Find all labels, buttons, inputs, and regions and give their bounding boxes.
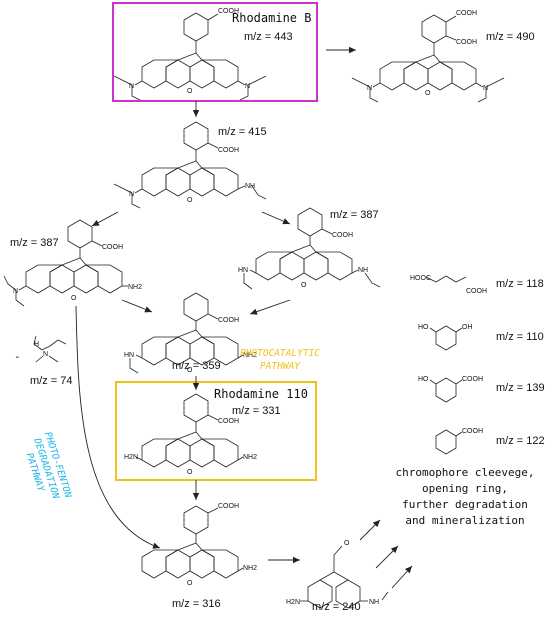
o-label: O bbox=[71, 295, 77, 302]
arrow-387-left-to-359 bbox=[121, 299, 153, 313]
compound-122-structure: COOH bbox=[435, 428, 483, 455]
h2n-label: H2N bbox=[124, 454, 138, 461]
h2n-label: H2N bbox=[286, 599, 300, 606]
arrow-240-to-products-3 bbox=[391, 565, 413, 589]
final-text-line-1: chromophore cleevege, bbox=[395, 466, 534, 479]
n-label: N bbox=[129, 83, 134, 90]
arrow-415-to-387-right bbox=[261, 211, 291, 225]
nh-label: NH bbox=[245, 183, 255, 190]
nh2-label: NH2 bbox=[243, 352, 257, 359]
mz-110-label: m/z = 110 bbox=[496, 331, 544, 343]
cooh-label: COOH bbox=[456, 10, 477, 17]
compound-74-structure: H N bbox=[33, 335, 67, 363]
nh2-label: NH2 bbox=[128, 284, 142, 291]
final-text-line-2: opening ring, bbox=[422, 482, 508, 495]
photocatalytic-pathway-label: PHOTOCATALYTIC PATHWAY bbox=[240, 348, 320, 372]
mz-359-label: m/z = 359 bbox=[172, 360, 221, 372]
compound-490-structure: COOH COOH N N O bbox=[351, 10, 505, 103]
pathway-arrows bbox=[75, 46, 413, 589]
o-label: O bbox=[187, 469, 193, 476]
rhodamine-b-structure: COOH N N O bbox=[113, 8, 267, 101]
n-label: N bbox=[129, 191, 134, 198]
compound-415-structure: COOH N NH O bbox=[113, 121, 267, 209]
n-label: N bbox=[43, 351, 48, 358]
mineralization-text: chromophore cleevege, opening ring, furt… bbox=[395, 466, 534, 527]
cooh-label: COOH bbox=[218, 8, 239, 15]
rhodamine-110-structure: COOH H2N NH2 O bbox=[124, 393, 257, 476]
o-label: O bbox=[344, 540, 350, 547]
o-label: O bbox=[187, 580, 193, 587]
cooh-label: COOH bbox=[218, 503, 239, 510]
compound-359-structure: COOH HN NH2 O bbox=[124, 292, 257, 374]
cooh-label: COOH bbox=[102, 244, 123, 251]
arrow-387-right-to-359 bbox=[249, 299, 291, 315]
mz-240-label: m/z = 240 bbox=[312, 601, 361, 613]
o-label: O bbox=[187, 88, 193, 95]
final-text-line-4: and mineralization bbox=[405, 514, 524, 527]
arrow-photo-fenton-curve bbox=[75, 305, 161, 549]
o-label: O bbox=[187, 197, 193, 204]
nh-label: NH bbox=[369, 599, 379, 606]
compound-139-structure: HO COOH bbox=[418, 376, 483, 403]
arrow-240-to-products-2 bbox=[375, 545, 399, 569]
rhodamine-b-box bbox=[112, 2, 318, 102]
mz-74-label: m/z = 74 bbox=[30, 375, 73, 387]
nh-label: NH bbox=[358, 267, 368, 274]
compound-387-left-structure: COOH N NH2 O bbox=[3, 219, 142, 307]
photocatalytic-line-1: PHOTOCATALYTIC bbox=[240, 348, 320, 359]
final-text-line-3: further degradation bbox=[402, 498, 528, 511]
compound-240-structure: O H2N NH bbox=[286, 540, 389, 609]
mz-122-label: m/z = 122 bbox=[496, 435, 545, 447]
cooh-label: COOH bbox=[462, 428, 483, 435]
cooh-label: COOH bbox=[466, 288, 487, 295]
compound-118-structure: HOOC COOH bbox=[410, 275, 487, 295]
n-label: N bbox=[245, 83, 250, 90]
compound-387-right-structure: COOH HN NH O bbox=[238, 207, 381, 290]
photo-fenton-pathway-label: PHOTO-FENTON DEGRADATION PATHWAY bbox=[23, 431, 73, 501]
nh2-label: NH2 bbox=[243, 454, 257, 461]
ho-label: HO bbox=[418, 376, 429, 383]
oh-label: OH bbox=[462, 324, 473, 331]
cooh-label: COOH bbox=[218, 418, 239, 425]
hn-label: HN bbox=[124, 352, 134, 359]
mz-118-label: m/z = 118 bbox=[496, 278, 544, 290]
cooh-label: COOH bbox=[332, 232, 353, 239]
mz-331-label: m/z = 331 bbox=[232, 405, 281, 417]
cooh-label: COOH bbox=[218, 317, 239, 324]
dash-mark: - bbox=[14, 350, 21, 363]
compound-110-structure: HO OH bbox=[418, 324, 473, 351]
hn-label: HN bbox=[238, 267, 248, 274]
n-label: N bbox=[13, 288, 18, 295]
rhodamine-110-box bbox=[115, 381, 317, 481]
mz-316-label: m/z = 316 bbox=[172, 598, 221, 610]
o-label: O bbox=[301, 282, 307, 289]
mz-415-label: m/z = 415 bbox=[218, 126, 267, 138]
rhodamine-b-title: Rhodamine B bbox=[232, 11, 311, 25]
photocatalytic-line-2: PATHWAY bbox=[260, 361, 301, 372]
cooh-label: COOH bbox=[462, 376, 483, 383]
hooc-label: HOOC bbox=[410, 275, 431, 282]
mz-139-label: m/z = 139 bbox=[496, 382, 545, 394]
arrow-240-to-products-1 bbox=[359, 519, 381, 541]
ho-label: HO bbox=[418, 324, 429, 331]
arrow-415-to-387-left bbox=[91, 211, 119, 227]
mz-443-label: m/z = 443 bbox=[244, 31, 293, 43]
h-label: H bbox=[34, 341, 39, 348]
rhodamine-110-title: Rhodamine 110 bbox=[214, 387, 308, 401]
o-label: O bbox=[187, 367, 193, 374]
o-label: O bbox=[425, 90, 431, 97]
mz-387-left-label: m/z = 387 bbox=[10, 237, 59, 249]
cooh-label: COOH bbox=[456, 39, 477, 46]
mz-490-label: m/z = 490 bbox=[486, 31, 535, 43]
n-label: N bbox=[367, 85, 372, 92]
compound-316-structure: COOH NH2 O bbox=[141, 503, 257, 587]
nh2-label: NH2 bbox=[243, 565, 257, 572]
n-label: N bbox=[483, 85, 488, 92]
mz-387-right-label: m/z = 387 bbox=[330, 209, 379, 221]
cooh-label: COOH bbox=[218, 147, 239, 154]
